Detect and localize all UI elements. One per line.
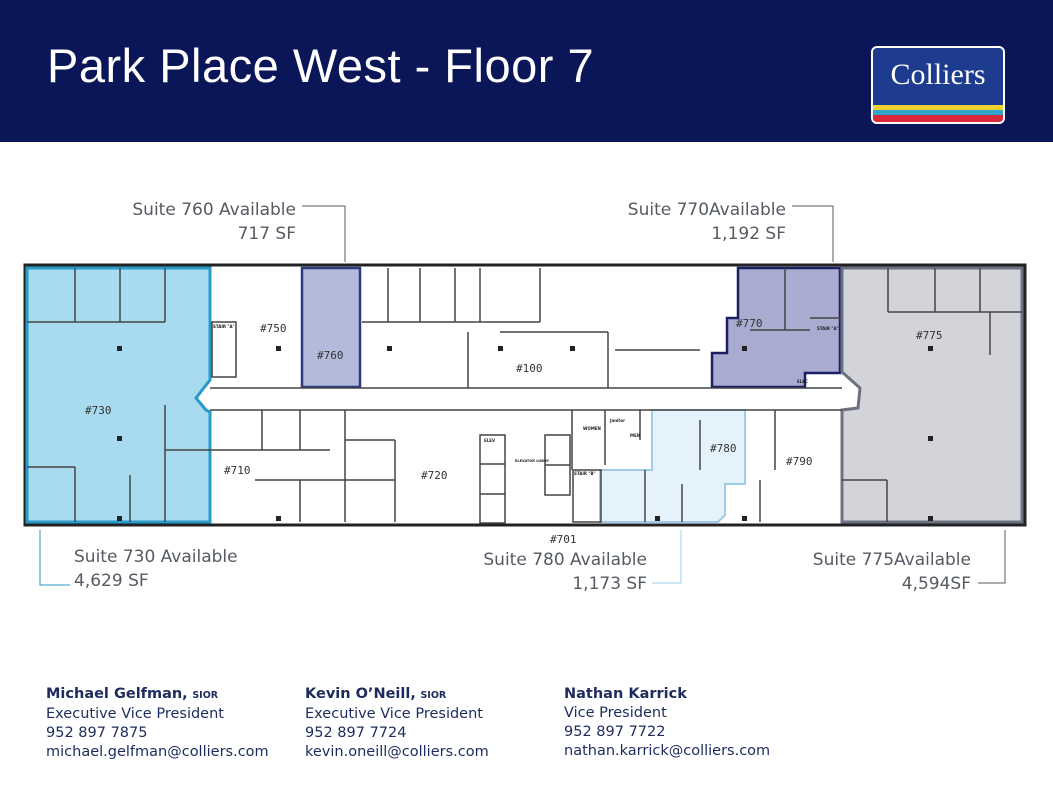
contact-credential: SIOR	[192, 690, 219, 701]
contact-title: Executive Vice President	[46, 706, 224, 722]
contact-phone[interactable]: 952 897 7724	[305, 725, 407, 741]
elev-label: ELEV	[484, 438, 496, 443]
callout-suite-730: Suite 730 Available 4,629 SF	[74, 545, 238, 593]
room-label-770: #770	[736, 317, 763, 330]
logo-stripe-yellow	[873, 105, 1003, 110]
women-label: WOMEN	[583, 426, 601, 431]
logo-text: Colliers	[890, 58, 986, 91]
elec-label: ELEC	[797, 379, 808, 384]
room-label-775: #775	[916, 329, 943, 342]
leader-lines	[39, 205, 1006, 586]
callout-suite-size: 4,594SF	[901, 574, 971, 594]
stair-a-label-east: STAIR "A"	[817, 326, 839, 331]
room-label-100: #100	[516, 362, 543, 375]
contact-name: Nathan Karrick	[564, 686, 687, 702]
contact-phone[interactable]: 952 897 7875	[46, 725, 148, 741]
contact-name: Michael Gelfman,	[46, 686, 188, 702]
contact-card: Nathan Karrick Vice President 952 897 77…	[564, 685, 770, 761]
floor-plan: #730 #750 #760 #100 #770 #775 #710 #720 …	[23, 205, 1027, 586]
room-label-710: #710	[224, 464, 251, 477]
suite-770	[710, 266, 842, 389]
contact-title: Executive Vice President	[305, 706, 483, 722]
colliers-logo: Colliers	[871, 46, 1005, 124]
callout-suite-760: Suite 760 Available 717 SF	[132, 198, 296, 246]
contact-name: Kevin O’Neill,	[305, 686, 416, 702]
contact-email[interactable]: kevin.oneill@colliers.com	[305, 744, 489, 760]
contact-email[interactable]: nathan.karrick@colliers.com	[564, 743, 771, 759]
callout-suite-name: Suite 775Available	[812, 550, 971, 570]
stair-a-label: STAIR "A"	[213, 324, 235, 329]
room-label-790: #790	[786, 455, 813, 468]
janitor-label: Janitor	[609, 418, 625, 423]
room-label-720: #720	[421, 469, 448, 482]
header-banner: Park Place West - Floor 7 Colliers	[0, 0, 1053, 142]
contact-card: Michael Gelfman, SIOR Executive Vice Pre…	[46, 685, 269, 762]
callout-suite-name: Suite 770Available	[627, 200, 786, 220]
room-label-760: #760	[317, 349, 344, 362]
logo-stripe-blue	[873, 110, 1003, 115]
callout-suite-770: Suite 770Available 1,192 SF	[628, 198, 786, 246]
callout-suite-775: Suite 775Available 4,594SF	[813, 548, 971, 596]
callout-suite-name: Suite 730 Available	[74, 547, 238, 567]
contact-card: Kevin O’Neill, SIOR Executive Vice Presi…	[305, 685, 489, 762]
suite-780	[599, 409, 746, 523]
logo-stripe-red	[873, 115, 1003, 122]
room-label-730: #730	[85, 404, 112, 417]
suite-775	[840, 266, 1024, 524]
callout-suite-size: 717 SF	[237, 224, 296, 244]
contact-email[interactable]: michael.gelfman@colliers.com	[46, 744, 269, 760]
callout-suite-size: 4,629 SF	[74, 571, 149, 591]
elevator-lobby-label: ELEVATOR LOBBY	[515, 459, 549, 463]
callout-suite-size: 1,173 SF	[572, 574, 647, 594]
men-label: MEN	[630, 433, 640, 438]
contact-phone[interactable]: 952 897 7722	[564, 724, 666, 740]
contact-credential: SIOR	[420, 690, 447, 701]
callout-suite-780: Suite 780 Available 1,173 SF	[483, 548, 647, 596]
room-label-750: #750	[260, 322, 287, 335]
page-title: Park Place West - Floor 7	[47, 39, 595, 92]
structural-columns	[117, 346, 933, 521]
callout-suite-name: Suite 760 Available	[132, 200, 296, 220]
room-label-780: #780	[710, 442, 737, 455]
contact-title: Vice President	[564, 705, 667, 721]
callout-suite-size: 1,192 SF	[711, 224, 786, 244]
stair-b-label: STAIR "B"	[574, 471, 596, 476]
suite-730	[25, 266, 212, 524]
interior-walls	[27, 268, 1022, 524]
suite-760	[300, 266, 362, 389]
room-label-701: #701	[550, 533, 577, 546]
callout-suite-name: Suite 780 Available	[483, 550, 647, 570]
